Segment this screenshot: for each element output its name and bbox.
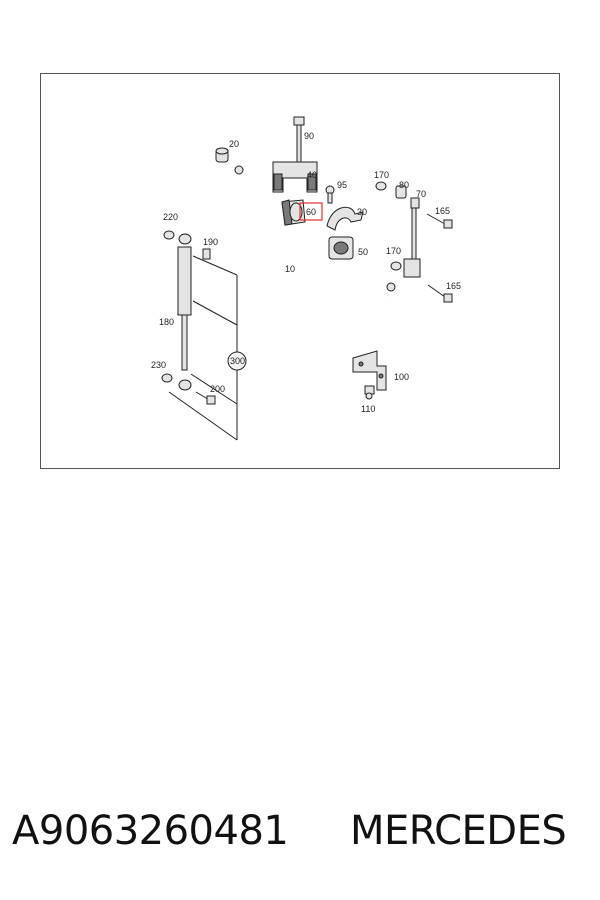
callout-110: 110	[361, 404, 375, 414]
parts-diagram: 10 20 30 40 50 60 70 80 90 95 100 110 16…	[40, 73, 560, 469]
callout-230: 230	[151, 360, 166, 370]
stabilizer-bar	[204, 165, 401, 306]
callout-165-upper: 165	[435, 206, 450, 216]
bolt-190	[202, 248, 211, 260]
callout-60: 60	[306, 207, 316, 217]
washer-170-bottom	[390, 261, 402, 271]
callout-10: 10	[285, 264, 295, 274]
callout-170-lower: 170	[386, 246, 401, 256]
callout-labels: 10 20 30 40 50 60 70 80 90 95 100 110 16…	[151, 131, 461, 414]
bolt-165-lower	[427, 284, 453, 303]
brand-name: MERCEDES	[350, 808, 567, 854]
washer-170-top	[375, 181, 387, 191]
rubber-mount-60	[281, 199, 306, 226]
washer-230	[161, 373, 173, 383]
strap-30	[326, 206, 364, 231]
bolt-165-upper	[426, 213, 453, 229]
callout-90: 90	[304, 131, 314, 141]
callout-80: 80	[399, 180, 409, 190]
product-caption: A9063260481 MERCEDES	[0, 800, 600, 864]
callout-220: 220	[163, 212, 178, 222]
callout-70: 70	[416, 189, 426, 199]
callout-300: 300	[230, 356, 245, 366]
washer-80	[395, 185, 407, 199]
clamp-bracket-40	[272, 161, 318, 193]
washer-220	[163, 230, 175, 240]
callout-95: 95	[337, 180, 347, 190]
shock-absorber-180	[177, 233, 192, 391]
part-number: A9063260481	[12, 808, 289, 854]
bolt-200	[195, 391, 216, 405]
exploded-view: 10 20 30 40 50 60 70 80 90 95 100 110 16…	[151, 116, 461, 441]
callout-50: 50	[358, 247, 368, 257]
callout-40: 40	[307, 170, 317, 180]
callout-100: 100	[394, 372, 409, 382]
group-bracket-300	[168, 255, 247, 441]
link-rod-70	[403, 197, 421, 278]
callout-190: 190	[203, 237, 218, 247]
callout-180: 180	[159, 317, 174, 327]
callout-170-upper: 170	[374, 170, 389, 180]
callout-30: 30	[357, 207, 367, 217]
bushing-50	[328, 236, 354, 260]
callout-165-lower: 165	[446, 281, 461, 291]
bushing-20	[215, 147, 229, 163]
callout-200: 200	[210, 384, 225, 394]
angle-bracket-100	[352, 350, 387, 391]
bolt-90	[293, 116, 305, 164]
callout-20: 20	[229, 139, 239, 149]
bolt-110	[364, 385, 375, 400]
highlight-box	[299, 202, 323, 221]
bolt-95	[325, 185, 335, 204]
